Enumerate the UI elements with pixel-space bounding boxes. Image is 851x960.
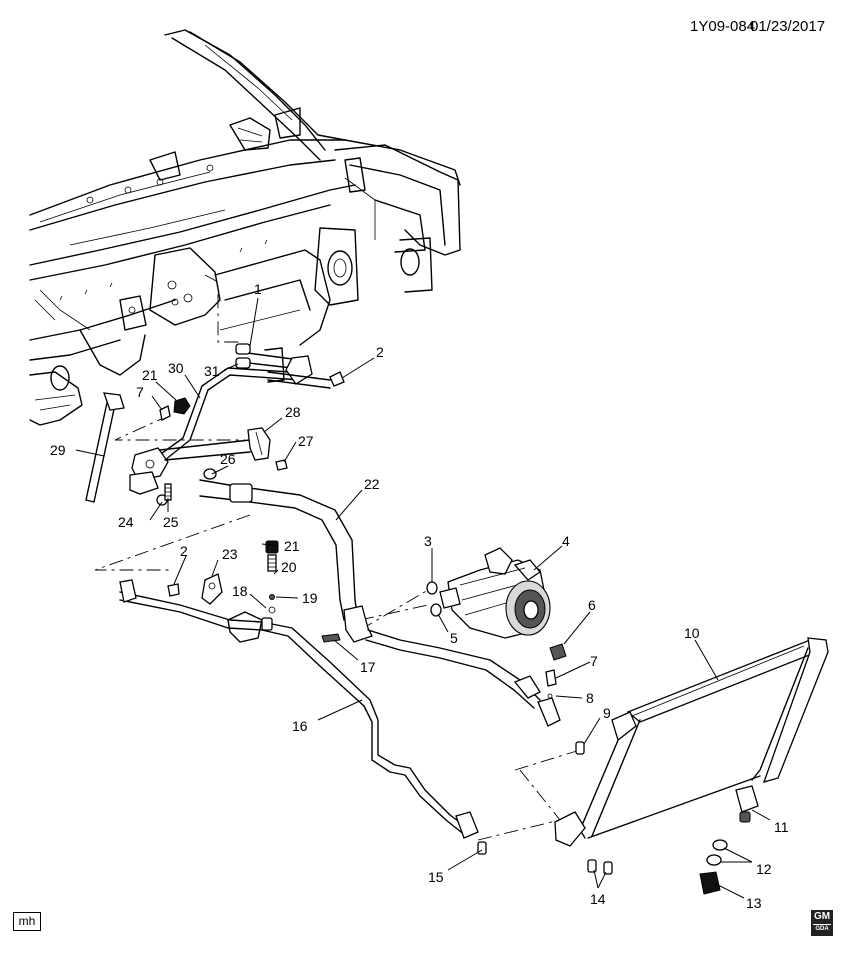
- condenser: [554, 637, 829, 875]
- callout-3: 3: [424, 533, 432, 549]
- upper-valve-cap: [159, 397, 191, 421]
- callout-19: 19: [302, 590, 318, 606]
- line-block-fitting: [129, 439, 251, 495]
- tube-bracket: [247, 427, 271, 461]
- callout-2-lower: 2: [180, 543, 188, 559]
- callout-7-right: 7: [590, 653, 598, 669]
- callout-16: 16: [292, 718, 308, 734]
- callout-leader-lines: [75, 297, 771, 899]
- callout-30: 30: [168, 360, 184, 376]
- callout-31: 31: [204, 363, 220, 379]
- callout-15: 15: [428, 869, 444, 885]
- document-id: 1Y09-084: [690, 18, 755, 35]
- callout-1: 1: [254, 281, 262, 297]
- callout-13: 13: [746, 895, 762, 911]
- gm-logo-badge: GM GDA: [811, 910, 833, 936]
- callout-7-upper: 7: [136, 384, 144, 400]
- callout-29: 29: [50, 442, 66, 458]
- callout-20: 20: [281, 559, 297, 575]
- callout-5: 5: [450, 630, 458, 646]
- callout-28: 28: [285, 404, 301, 420]
- document-date: 01/23/2017: [750, 18, 825, 35]
- fasteners-and-seals: [156, 371, 345, 643]
- illustrator-tag: mh: [13, 912, 41, 931]
- assembly-reference-lines: [94, 274, 581, 841]
- callout-14: 14: [590, 891, 606, 907]
- callout-labels: 1 2 2 3 4 5 6 7 7 8 9 10 11 12 13 14 15 …: [50, 281, 789, 911]
- service-valve-stack: [265, 540, 279, 614]
- callout-23: 23: [222, 546, 238, 562]
- callout-11: 11: [774, 819, 789, 835]
- callout-6: 6: [588, 597, 596, 613]
- drain-hose: [85, 392, 125, 503]
- callout-22: 22: [364, 476, 380, 492]
- callout-26: 26: [220, 451, 236, 467]
- callout-17: 17: [360, 659, 376, 675]
- vehicle-body-structure: [29, 29, 461, 426]
- callout-10: 10: [684, 625, 700, 641]
- callout-24: 24: [118, 514, 134, 530]
- compressor-valve-parts: [545, 643, 585, 755]
- callout-18: 18: [232, 583, 248, 599]
- callout-8: 8: [586, 690, 594, 706]
- ac-compressor: [426, 547, 551, 639]
- callout-21-lower: 21: [284, 538, 300, 554]
- callout-4: 4: [562, 533, 570, 549]
- compressor-hose-assembly: [199, 479, 561, 727]
- pressure-sensor-bracket: [201, 573, 223, 605]
- callout-21-upper: 21: [142, 367, 158, 383]
- callout-27: 27: [298, 433, 314, 449]
- callout-9: 9: [603, 705, 611, 721]
- gm-logo-subtext: GDA: [813, 924, 831, 933]
- liquid-line-tube: [119, 579, 487, 855]
- gm-logo-text: GM: [813, 911, 831, 922]
- callout-25: 25: [163, 514, 179, 530]
- callout-12: 12: [756, 861, 772, 877]
- callout-2-upper: 2: [376, 344, 384, 360]
- receiver-drier-parts: [699, 785, 759, 895]
